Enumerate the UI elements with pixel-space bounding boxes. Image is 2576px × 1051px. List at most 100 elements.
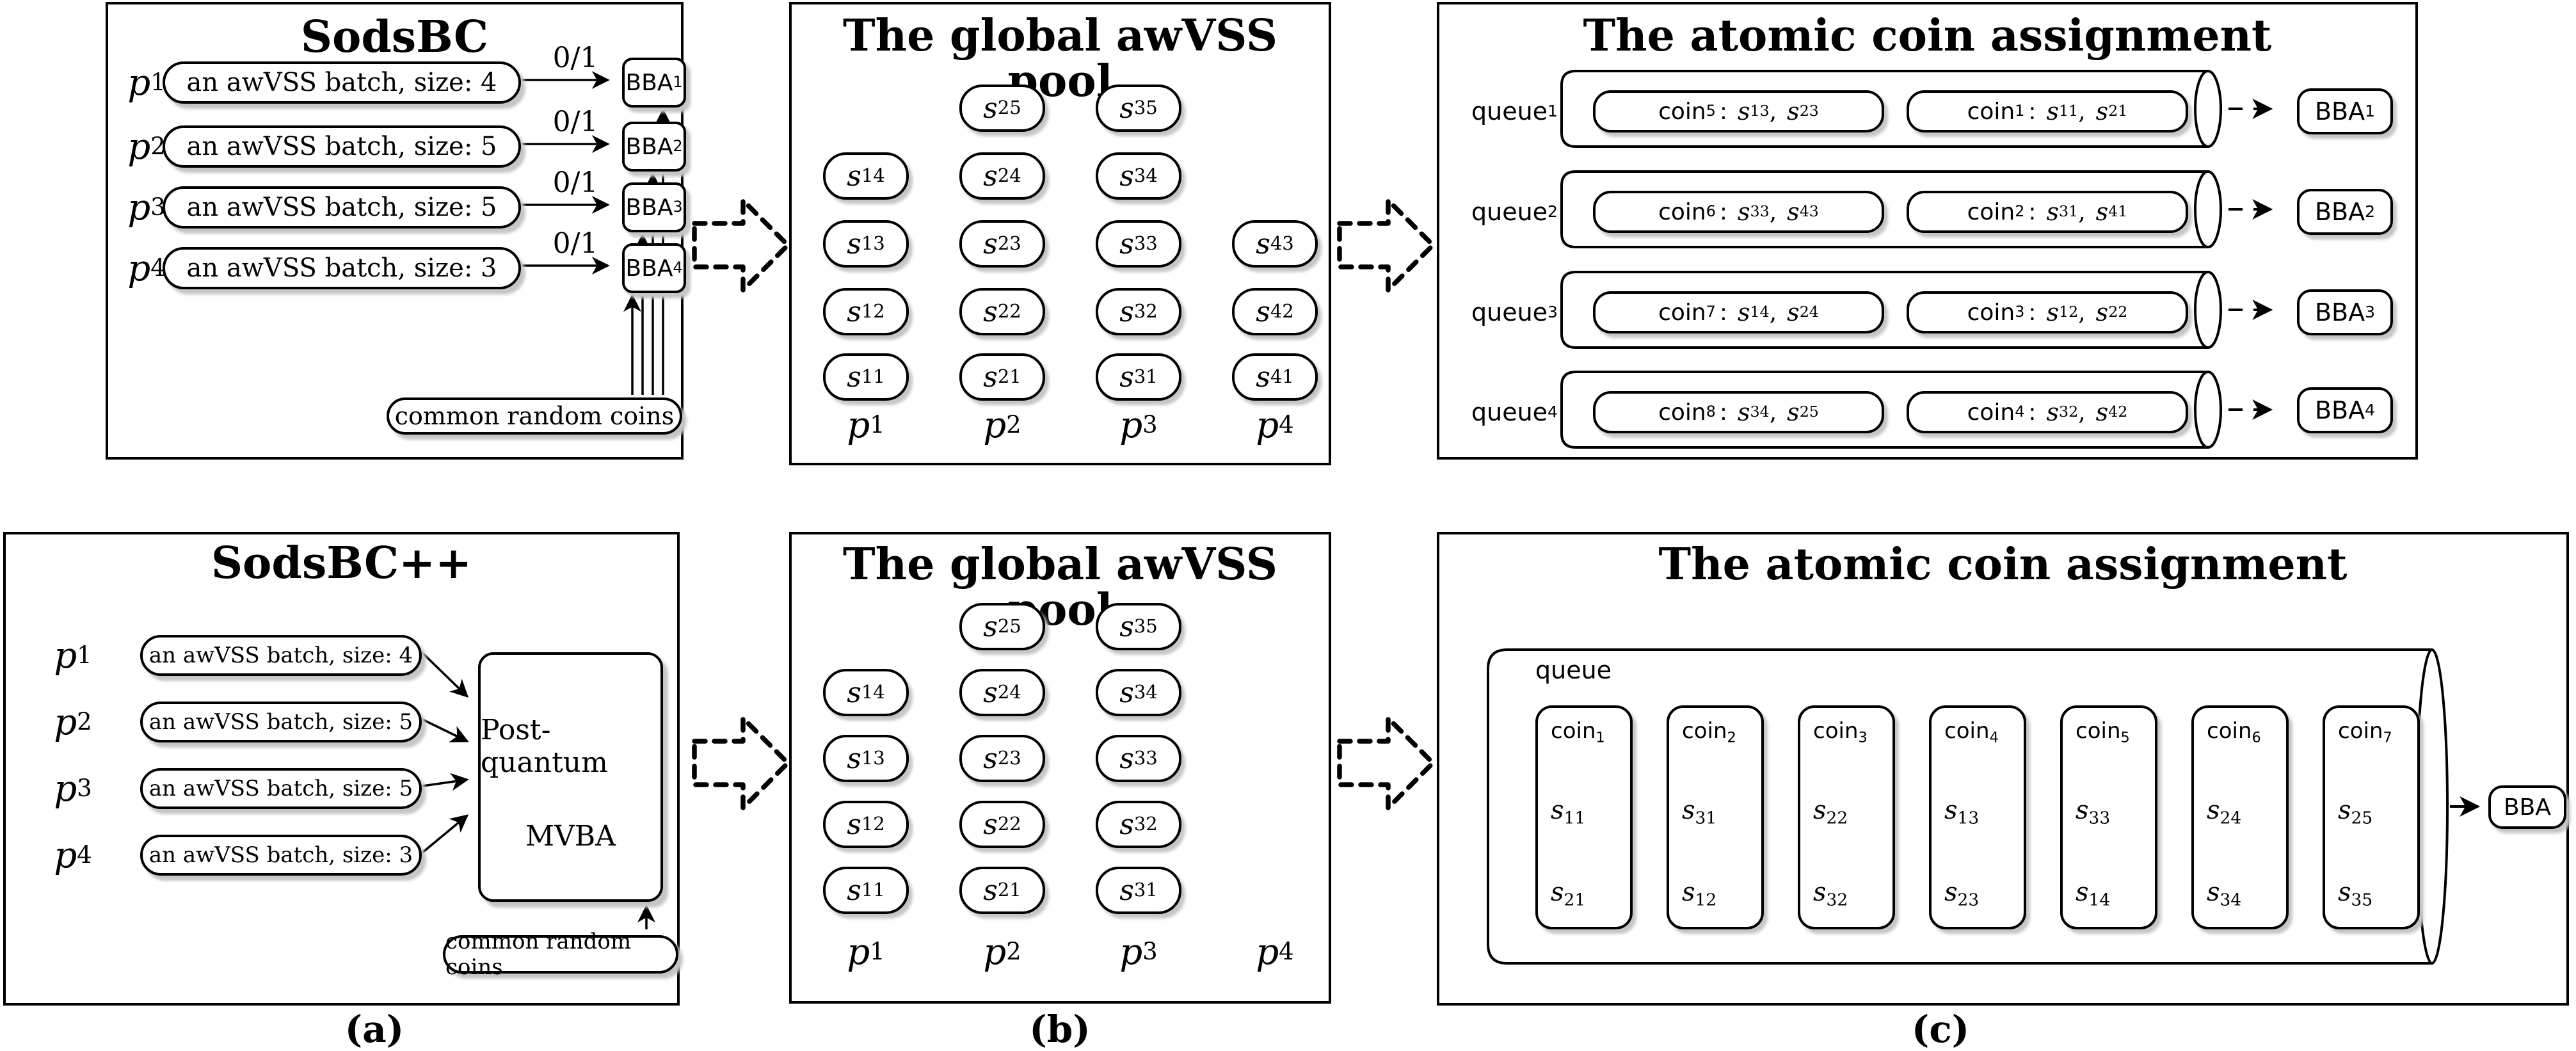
panel-flow-arrows xyxy=(692,198,1436,810)
queue-label: queue xyxy=(1535,656,1612,684)
queue-to-bba-dashed-arrows xyxy=(2228,99,2273,420)
mvba-box: Post-quantum MVBA xyxy=(478,652,663,902)
coin-card: coin6 s24 s34 xyxy=(2191,705,2289,929)
awvss-batch-pill: an awVSS batch, size: 5 xyxy=(140,768,422,809)
coin-card: coin1 s11 s21 xyxy=(1535,705,1633,929)
panel-title: SodsBC xyxy=(300,12,489,63)
coin-card: coin7 s25 s35 xyxy=(2323,705,2420,929)
common-random-coins-pill: common random coins xyxy=(443,929,678,980)
bba-pill: BBA xyxy=(2488,785,2566,829)
edge-label: 0/1 xyxy=(552,166,598,199)
awvss-batch-pill: an awVSS batch, size: 3 xyxy=(163,247,521,289)
awvss-batch-pill: an awVSS batch, size: 5 xyxy=(163,186,521,229)
sodsbcpp-mvba-arrows xyxy=(421,652,655,929)
panel-title: The global awVSS pool xyxy=(843,539,1277,636)
coin-card: coin4 s13 s23 xyxy=(1929,705,2026,929)
flow-arrow-icon xyxy=(692,198,790,293)
big-queue-tube xyxy=(1487,648,2481,965)
flow-arrow-icon xyxy=(1337,198,1436,293)
awvss-batch-pill: an awVSS batch, size: 4 xyxy=(163,61,521,104)
coin-card: coin5 s33 s14 xyxy=(2060,705,2157,929)
caption-b: (b) xyxy=(1029,1007,1091,1051)
common-random-coins-pill: common random coins xyxy=(387,397,682,435)
coin-card: coin3 s22 s32 xyxy=(1798,705,1895,929)
edge-label: 0/1 xyxy=(552,227,598,260)
panel-title: The atomic coin assignment xyxy=(1583,10,2272,61)
sodsbc-row-arrows xyxy=(522,71,610,275)
awvss-batch-pill: an awVSS batch, size: 5 xyxy=(163,125,521,168)
panel-assign-bottom: The atomic coin assignment queue coin1 s… xyxy=(1437,532,2569,1006)
panel-title: SodsBC++ xyxy=(211,538,472,589)
flow-arrow-icon xyxy=(692,716,790,810)
mvba-line1: Post-quantum xyxy=(481,714,608,779)
awvss-batch-pill: an awVSS batch, size: 5 xyxy=(140,702,422,742)
edge-label: 0/1 xyxy=(552,42,598,74)
panel-title: The global awVSS pool xyxy=(843,10,1277,108)
panel-title: The atomic coin assignment xyxy=(1658,539,2348,590)
caption-c: (c) xyxy=(1911,1007,1970,1051)
